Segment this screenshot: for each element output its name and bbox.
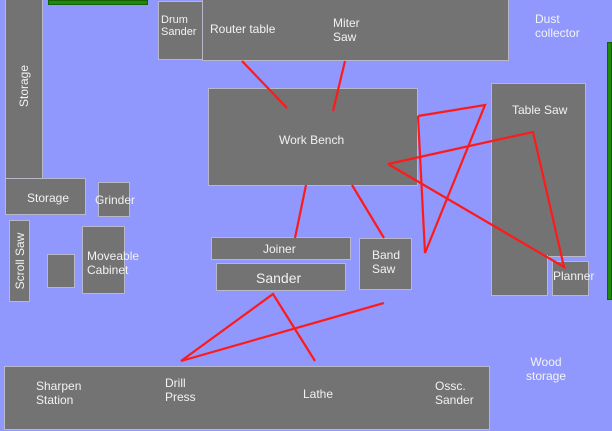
router-miter-bench[interactable]: Router table Miter Saw [202, 0, 509, 61]
storage-small[interactable]: Storage [5, 178, 86, 215]
table-saw-label: Table Saw [512, 103, 568, 117]
band-saw-label: Band Saw [372, 248, 401, 276]
joiner-label: Joiner [263, 242, 296, 256]
planner-label: Planner [553, 269, 595, 283]
path-bench-tablesaw-loop-a [416, 103, 487, 254]
sander[interactable]: Sander [216, 263, 346, 291]
router-table-label: Router table [210, 22, 276, 36]
table-saw[interactable]: Table Saw [491, 83, 586, 257]
bottom-bench[interactable]: Sharpen Station Drill Press Lathe Ossc. … [4, 366, 490, 430]
sander-label: Sander [256, 270, 302, 286]
wood-storage-label: Wood storage [525, 355, 567, 383]
drum-sander[interactable]: Drum Sander [158, 1, 203, 60]
joiner[interactable]: Joiner [211, 237, 351, 260]
sharpen-station-label: Sharpen Station [36, 379, 82, 407]
moveable-cabinet-label: Moveable Cabinet [87, 249, 140, 277]
path-bench-to-joiner [293, 184, 308, 239]
drill-press-label: Drill Press [165, 376, 196, 404]
planner[interactable]: Planner [552, 261, 594, 296]
ossc-sander-label: Ossc. Sander [435, 379, 474, 407]
small-cabinet[interactable] [47, 254, 75, 288]
scroll-saw[interactable]: Scroll Saw [9, 220, 30, 302]
path-sander-to-drill-lathe [180, 292, 385, 363]
storage-left[interactable]: Storage [5, 0, 43, 180]
drum-sander-label: Drum Sander [161, 14, 197, 38]
grinder-label: Grinder [95, 193, 136, 207]
work-bench[interactable]: Work Bench [208, 88, 418, 186]
storage-small-label: Storage [27, 191, 70, 205]
wall-segment-top [48, 0, 148, 5]
storage-left-label: Storage [17, 64, 31, 108]
path-bench-to-bandsaw [351, 184, 385, 239]
scroll-saw-label: Scroll Saw [13, 232, 27, 290]
lathe-label: Lathe [303, 387, 334, 401]
band-saw[interactable]: Band Saw [359, 238, 412, 290]
grinder[interactable]: Grinder [95, 182, 135, 217]
work-bench-label: Work Bench [279, 133, 345, 147]
dust-collector-label: Dust collector [535, 12, 580, 40]
table-saw-outfeed[interactable] [491, 255, 548, 296]
miter-saw-label: Miter Saw [333, 16, 360, 44]
moveable-cabinet[interactable]: Moveable Cabinet [82, 226, 139, 294]
wall-segment-right [607, 42, 612, 300]
